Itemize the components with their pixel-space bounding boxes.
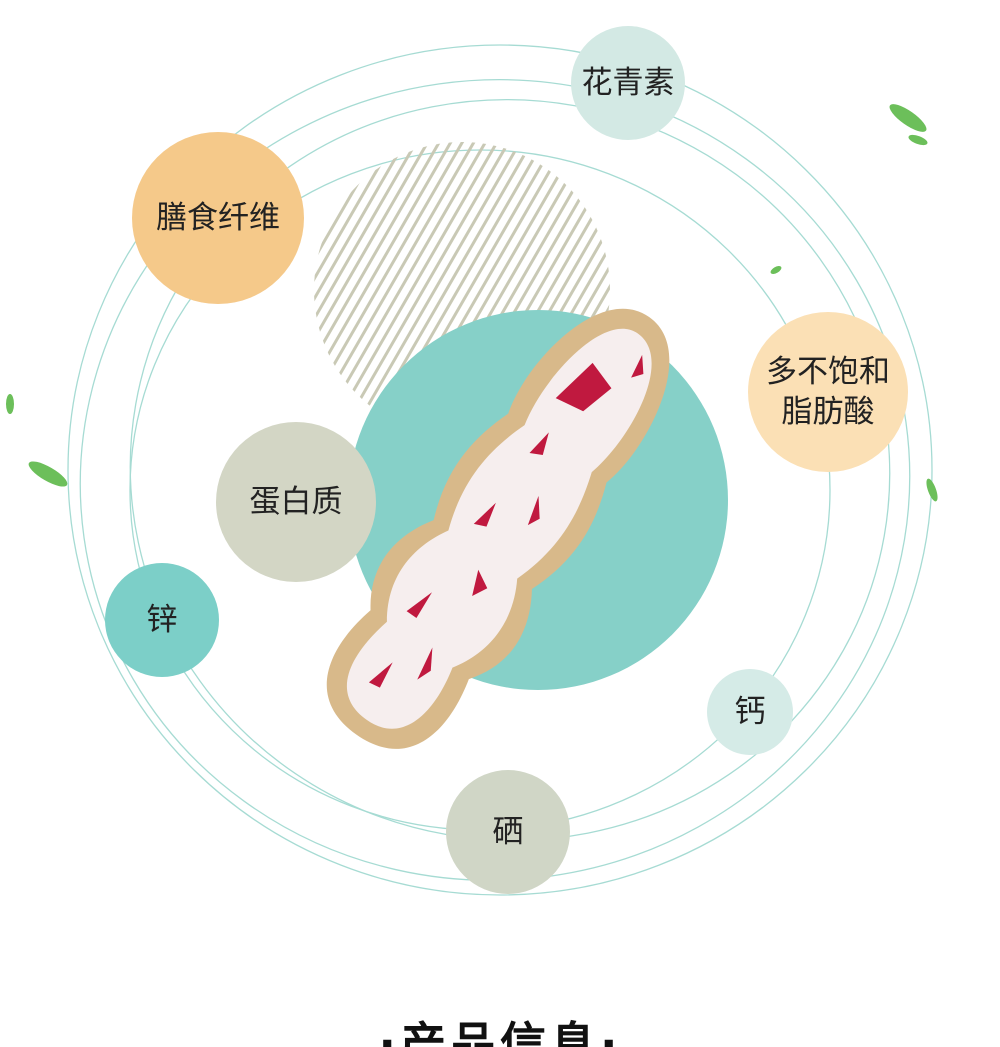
- nutrient-zinc: 锌: [105, 563, 219, 677]
- nutrient-label: 锌: [146, 601, 178, 638]
- nutrient-label: 花青素: [581, 64, 675, 101]
- nutrient-calcium: 钙: [707, 669, 793, 755]
- nutrient-label: 钙: [734, 693, 766, 730]
- nutrient-label: 多不饱和 脂肪酸: [766, 353, 890, 430]
- section-title: ·产品信息·: [378, 1017, 622, 1047]
- nutrient-anthocyanin: 花青素: [571, 26, 685, 140]
- leaf-icons: [6, 104, 938, 502]
- nutrient-label: 硒: [492, 813, 524, 850]
- nutrient-label: 蛋白质: [249, 483, 343, 520]
- nutrient-dietary-fiber: 膳食纤维: [132, 132, 304, 304]
- nutrient-label: 膳食纤维: [156, 199, 280, 236]
- peanut-image: [326, 309, 670, 749]
- nutrient-selenium: 硒: [446, 770, 570, 894]
- nutrient-protein: 蛋白质: [216, 422, 376, 582]
- nutrient-polyunsaturated-fat: 多不饱和 脂肪酸: [748, 312, 908, 472]
